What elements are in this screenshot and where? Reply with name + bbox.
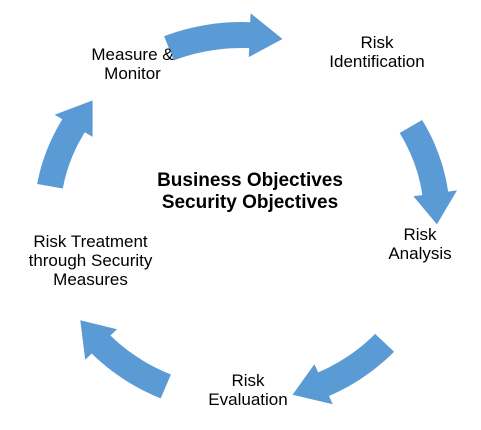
step-label-line: Analysis — [388, 244, 452, 263]
step-label-line: Identification — [329, 52, 425, 71]
arrow-to-risk-analysis — [399, 120, 457, 225]
step-label-line: Measures — [53, 270, 128, 289]
step-label-line: Risk Treatment — [33, 232, 148, 251]
step-label-risk-treatment: Risk Treatment through Security Measures — [13, 232, 168, 289]
center-title: Business Objectives Security Objectives — [120, 170, 380, 214]
step-label-risk-identification: Risk Identification — [312, 33, 442, 71]
step-label-line: through Security — [28, 251, 153, 270]
step-label-line: Measure & — [91, 45, 174, 64]
step-label-risk-evaluation: Risk Evaluation — [193, 371, 303, 409]
arrow-to-risk-evaluation — [292, 333, 395, 405]
step-label-measure-monitor: Measure & Monitor — [80, 45, 185, 83]
arrow-to-risk-treatment — [80, 320, 171, 399]
step-label-line: Risk — [360, 33, 394, 52]
center-title-line-2: Security Objectives — [161, 192, 339, 213]
cycle-arrows — [37, 13, 457, 405]
arrow-to-measure-monitor — [37, 100, 93, 189]
step-label-line: Evaluation — [208, 390, 288, 409]
step-label-line: Monitor — [104, 64, 161, 83]
center-title-line-1: Business Objectives — [157, 170, 343, 191]
step-label-line: Risk — [403, 225, 437, 244]
step-label-line: Risk — [231, 371, 265, 390]
arrow-to-risk-identification — [164, 13, 283, 61]
step-label-risk-analysis: Risk Analysis — [370, 225, 470, 263]
